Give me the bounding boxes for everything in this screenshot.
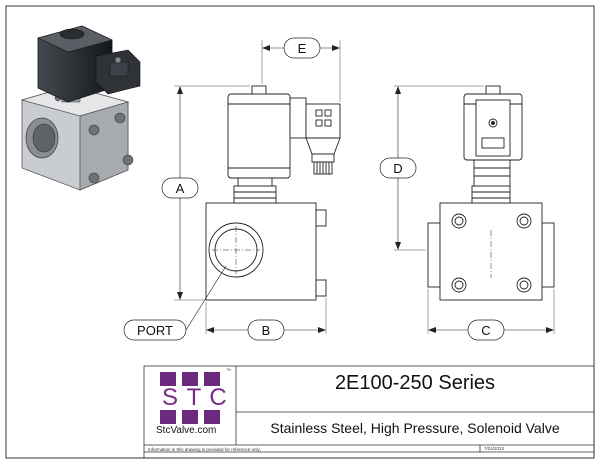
dim-d-bubble	[379, 157, 417, 179]
port-label: PORT	[137, 323, 173, 338]
stc-logo-letters: S T C	[158, 384, 230, 412]
dim-c-label: C	[481, 323, 490, 338]
dim-b-bubble	[247, 319, 285, 341]
side-view	[427, 85, 555, 301]
front-view	[205, 85, 341, 301]
dim-e-label: E	[298, 41, 307, 56]
logo-letter-s: S	[161, 384, 178, 411]
dimension-bubbles	[123, 37, 505, 341]
reference-note: Information in this drawing is provided …	[148, 447, 261, 452]
trademark-mark: ™	[226, 368, 231, 374]
stc-logo-grid	[160, 372, 220, 424]
logo-letter-c: C	[209, 384, 227, 411]
dim-b-label: B	[262, 323, 271, 338]
isometric-valve-render	[20, 25, 141, 191]
dim-c-bubble	[467, 319, 505, 341]
drawing-date: 7/24/2013	[484, 446, 505, 451]
website-label: StcValve.com	[156, 425, 217, 436]
port-bubble	[123, 319, 187, 341]
dim-d-label: D	[393, 161, 402, 176]
series-title: 2E100-250 Series	[334, 372, 496, 394]
dim-e-bubble	[283, 37, 321, 59]
title-block	[143, 365, 595, 459]
dim-a-bubble	[161, 177, 199, 199]
valve-description: Stainless Steel, High Pressure, Solenoid…	[270, 420, 560, 436]
logo-letter-t: T	[186, 384, 202, 411]
dim-a-label: A	[176, 181, 185, 196]
